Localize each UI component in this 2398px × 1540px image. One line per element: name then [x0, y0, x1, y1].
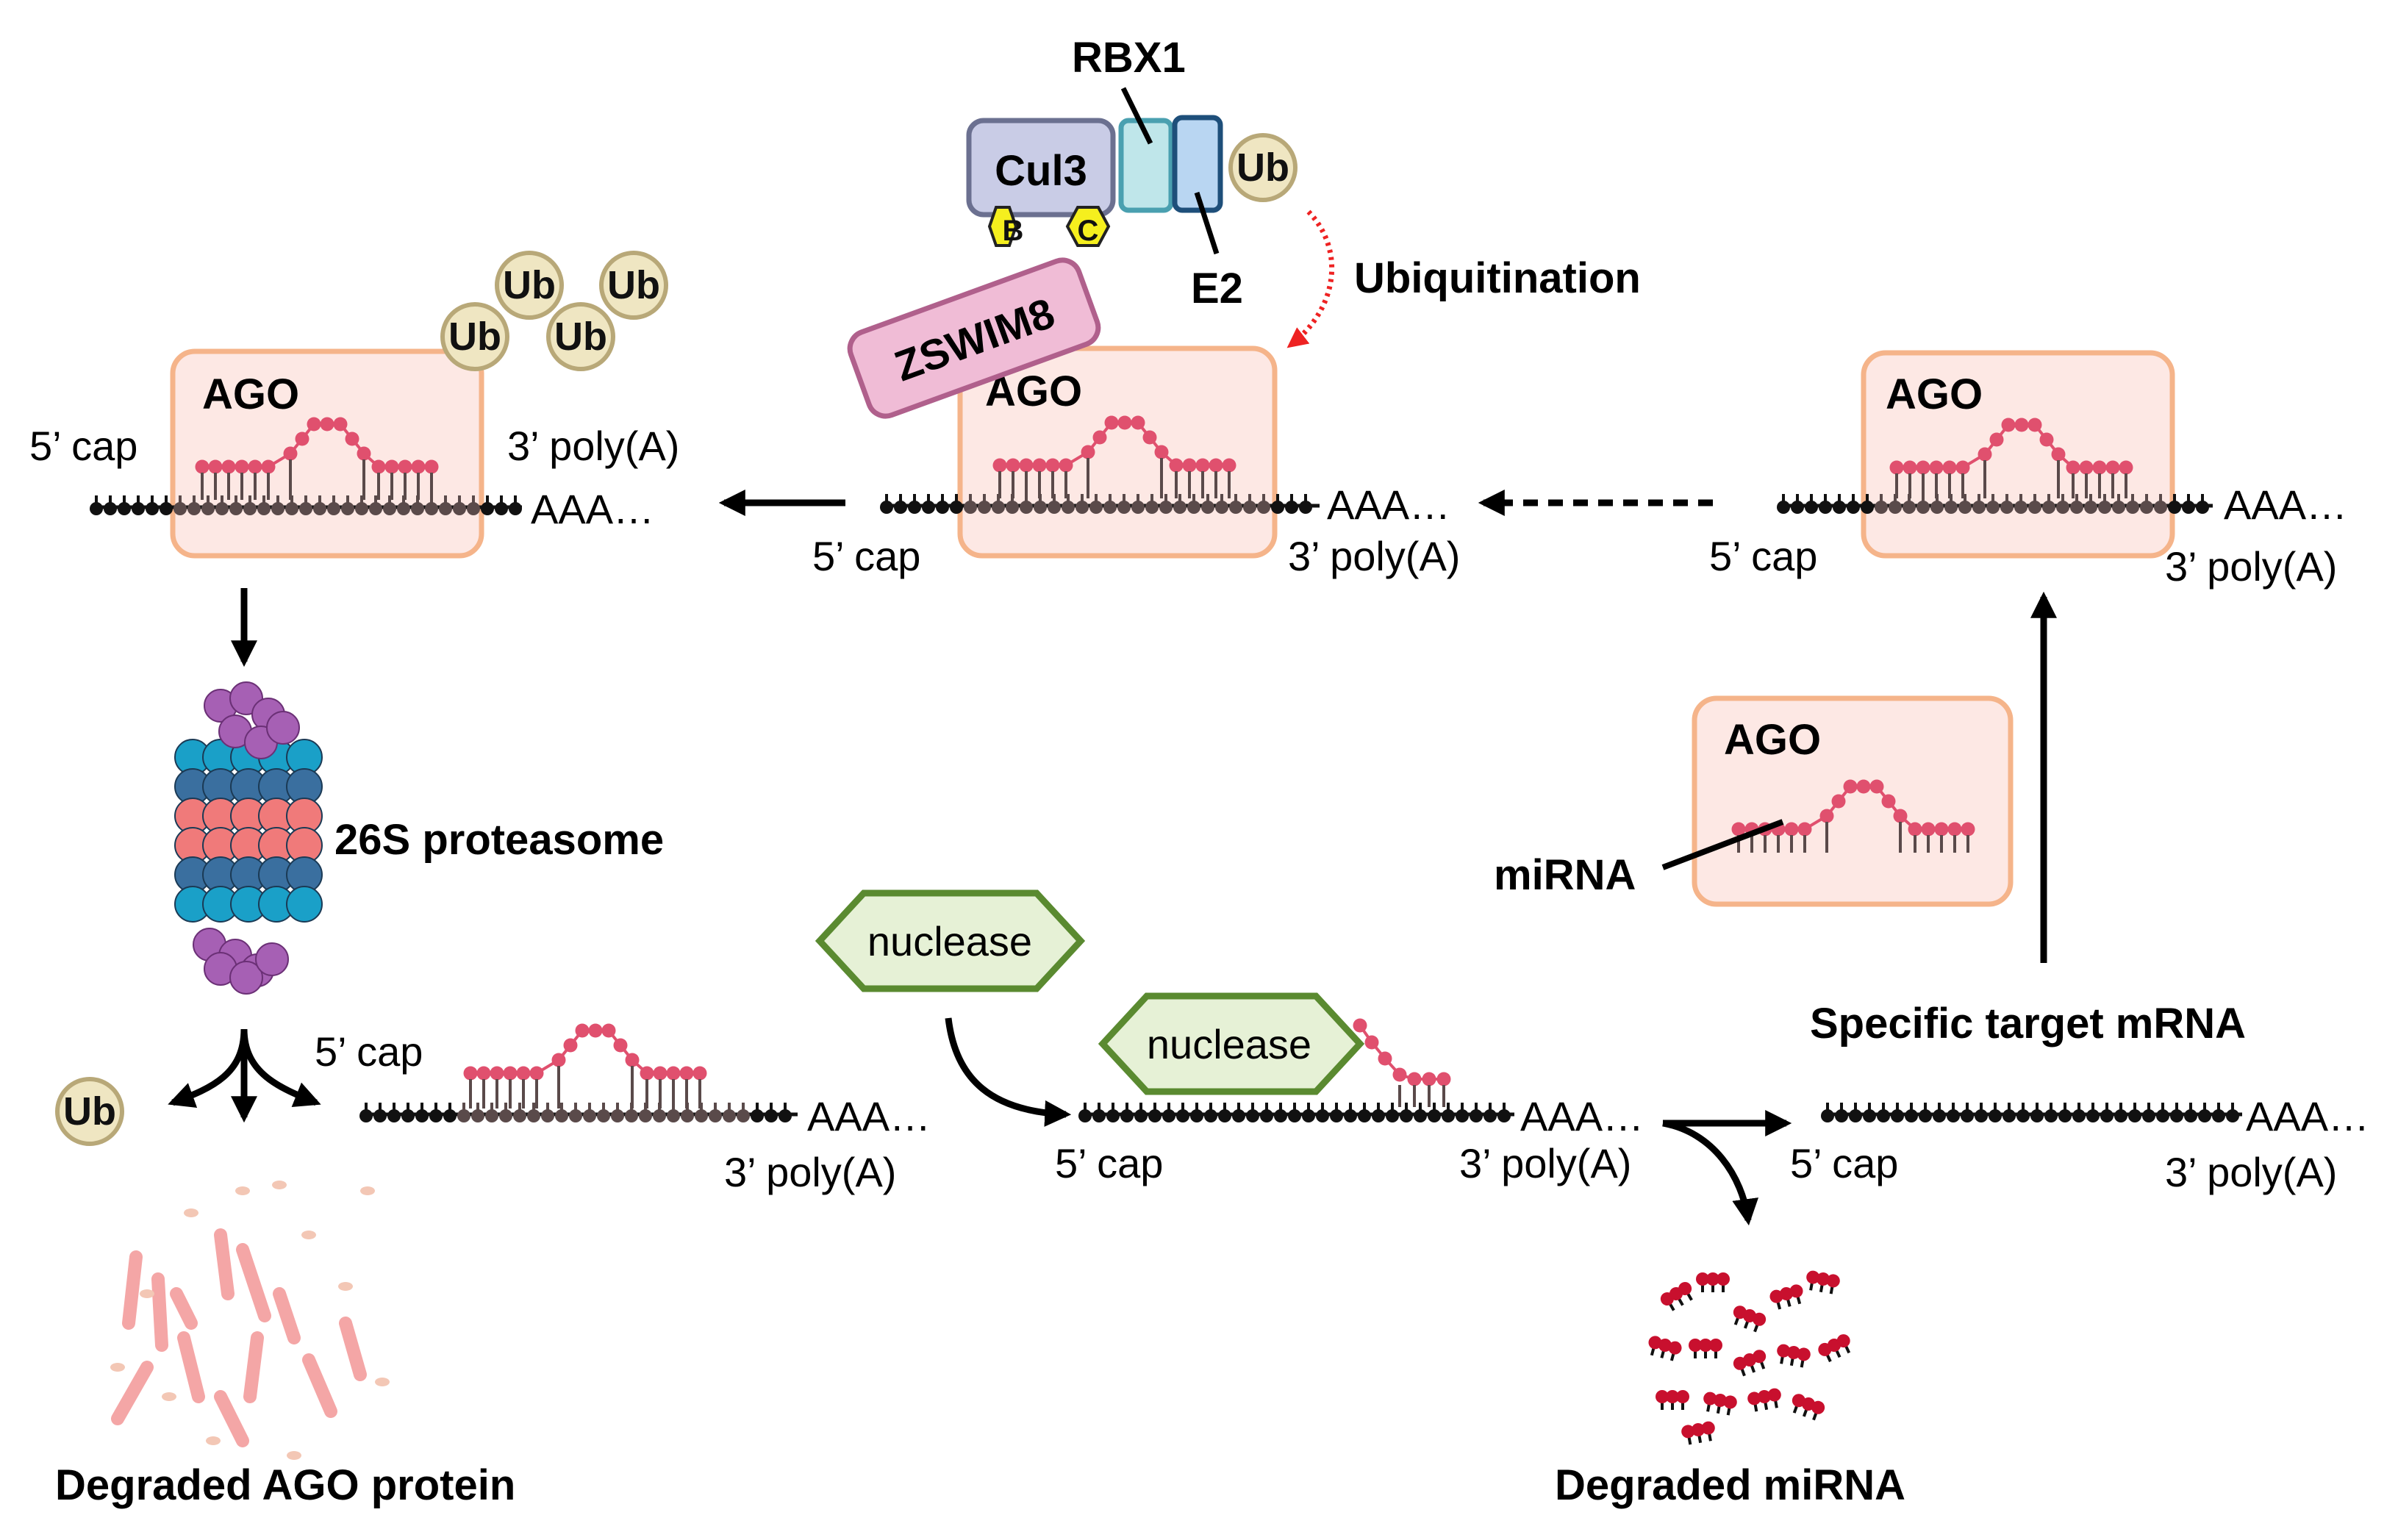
ub-label-3: Ub [448, 315, 501, 359]
nuclease-label-1: nuclease [867, 918, 1032, 964]
mrna-strand-nuclease [1078, 1103, 1514, 1122]
five-cap-label-1: 5’ cap [29, 423, 137, 469]
five-cap-label-2: 5’ cap [812, 533, 920, 579]
three-polya-label-3: 3’ poly(A) [2165, 543, 2337, 590]
aaa-label-6: AAA… [2246, 1093, 2369, 1139]
released-ub-label: Ub [63, 1089, 116, 1133]
ub-label-e2: Ub [1236, 146, 1289, 190]
subunit-c-label: C [1078, 215, 1099, 247]
nuclease-free [815, 889, 1086, 992]
subunit-b-label: B [1003, 215, 1024, 247]
mirna-in-ago-3 [1889, 418, 2133, 498]
proteasome-26s [174, 681, 323, 995]
ago-box-free [1692, 695, 2014, 907]
subunit-c [1065, 206, 1111, 247]
ago-label-4: AGO [1724, 716, 1821, 764]
three-polya-label-1: 3’ poly(A) [507, 423, 679, 469]
mirna-partial [1353, 1018, 1451, 1107]
nuclease-bound [1098, 992, 1365, 1095]
ub-label-1: Ub [503, 263, 556, 307]
five-cap-label-6: 5’ cap [1790, 1140, 1898, 1186]
e2-protein [1172, 115, 1223, 213]
mirna-in-ago-free [1731, 779, 1975, 853]
mrna-strands [90, 494, 2242, 1122]
mirna-in-ago-2 [992, 415, 1236, 498]
ub-label-2: Ub [607, 263, 660, 307]
three-polya-label-4: 3’ poly(A) [724, 1149, 896, 1195]
mrna-strand-target [1777, 494, 2213, 514]
aaa-label-1: AAA… [531, 486, 654, 532]
mirna-in-ago-1 [195, 417, 439, 500]
five-cap-label-4: 5’ cap [315, 1028, 423, 1075]
mirna-pointer-line [1661, 819, 1784, 870]
cul3-e3-ligase-complex: ZSWIM8 Cul3 B C Ub RBX1 E2 [847, 34, 1298, 419]
mirna-strands [195, 415, 2133, 1109]
mrna-strand-final [1821, 1103, 2242, 1122]
ub-on-e2 [1228, 133, 1298, 202]
degraded-ago-label: Degraded AGO protein [55, 1461, 515, 1509]
proteasome-output-arrows [168, 1028, 321, 1123]
aaa-label-5: AAA… [1520, 1093, 1644, 1139]
ubiquitination-arrow [1286, 209, 1335, 348]
rbx1-protein [1118, 118, 1174, 213]
degraded-mirna-label: Degraded miRNA [1555, 1461, 1905, 1509]
cul3-label: Cul3 [995, 147, 1087, 195]
mrna-strand-released [359, 1103, 798, 1122]
aaa-label-2: AAA… [1327, 481, 1450, 528]
nuclease-label-2: nuclease [1147, 1021, 1311, 1067]
polyubiquitin-chain: Ub Ub Ub Ub [440, 251, 668, 371]
zswim8-protein [847, 257, 1101, 419]
cul3-protein [966, 118, 1116, 218]
nuclease-output-arrows [1662, 1110, 1792, 1226]
released-ub [55, 1077, 124, 1146]
ago-label-1: AGO [202, 370, 299, 418]
degraded-ago-fragments [110, 1181, 390, 1460]
mrna-strand-zswim8 [880, 494, 1320, 514]
ago-label-3: AGO [1886, 370, 1983, 418]
aaa-label-4: AAA… [807, 1093, 931, 1139]
specific-target-label: Specific target mRNA [1810, 1000, 2246, 1047]
mrna-strand-ubiquitinated [90, 495, 522, 515]
three-polya-label-2: 3’ poly(A) [1288, 533, 1460, 579]
mirna-released [463, 1023, 707, 1109]
rbx1-label: RBX1 [1072, 34, 1186, 82]
e2-label: E2 [1191, 265, 1243, 312]
three-polya-label-5: 3’ poly(A) [1459, 1140, 1631, 1186]
five-cap-label-5: 5’ cap [1055, 1140, 1163, 1186]
five-cap-label-3: 5’ cap [1709, 533, 1817, 579]
degraded-mirna-fragments [1648, 1270, 1851, 1445]
proteasome-label: 26S proteasome [334, 816, 664, 864]
arrow-nuclease-to-complex [945, 1017, 1072, 1127]
mirna-label: miRNA [1494, 851, 1636, 899]
subunit-b [987, 206, 1018, 247]
three-polya-label-6: 3’ poly(A) [2165, 1149, 2337, 1195]
aaa-label-3: AAA… [2224, 481, 2347, 528]
ubiquitination-label: Ubiquitination [1354, 254, 1641, 302]
ub-label-4: Ub [554, 315, 607, 359]
